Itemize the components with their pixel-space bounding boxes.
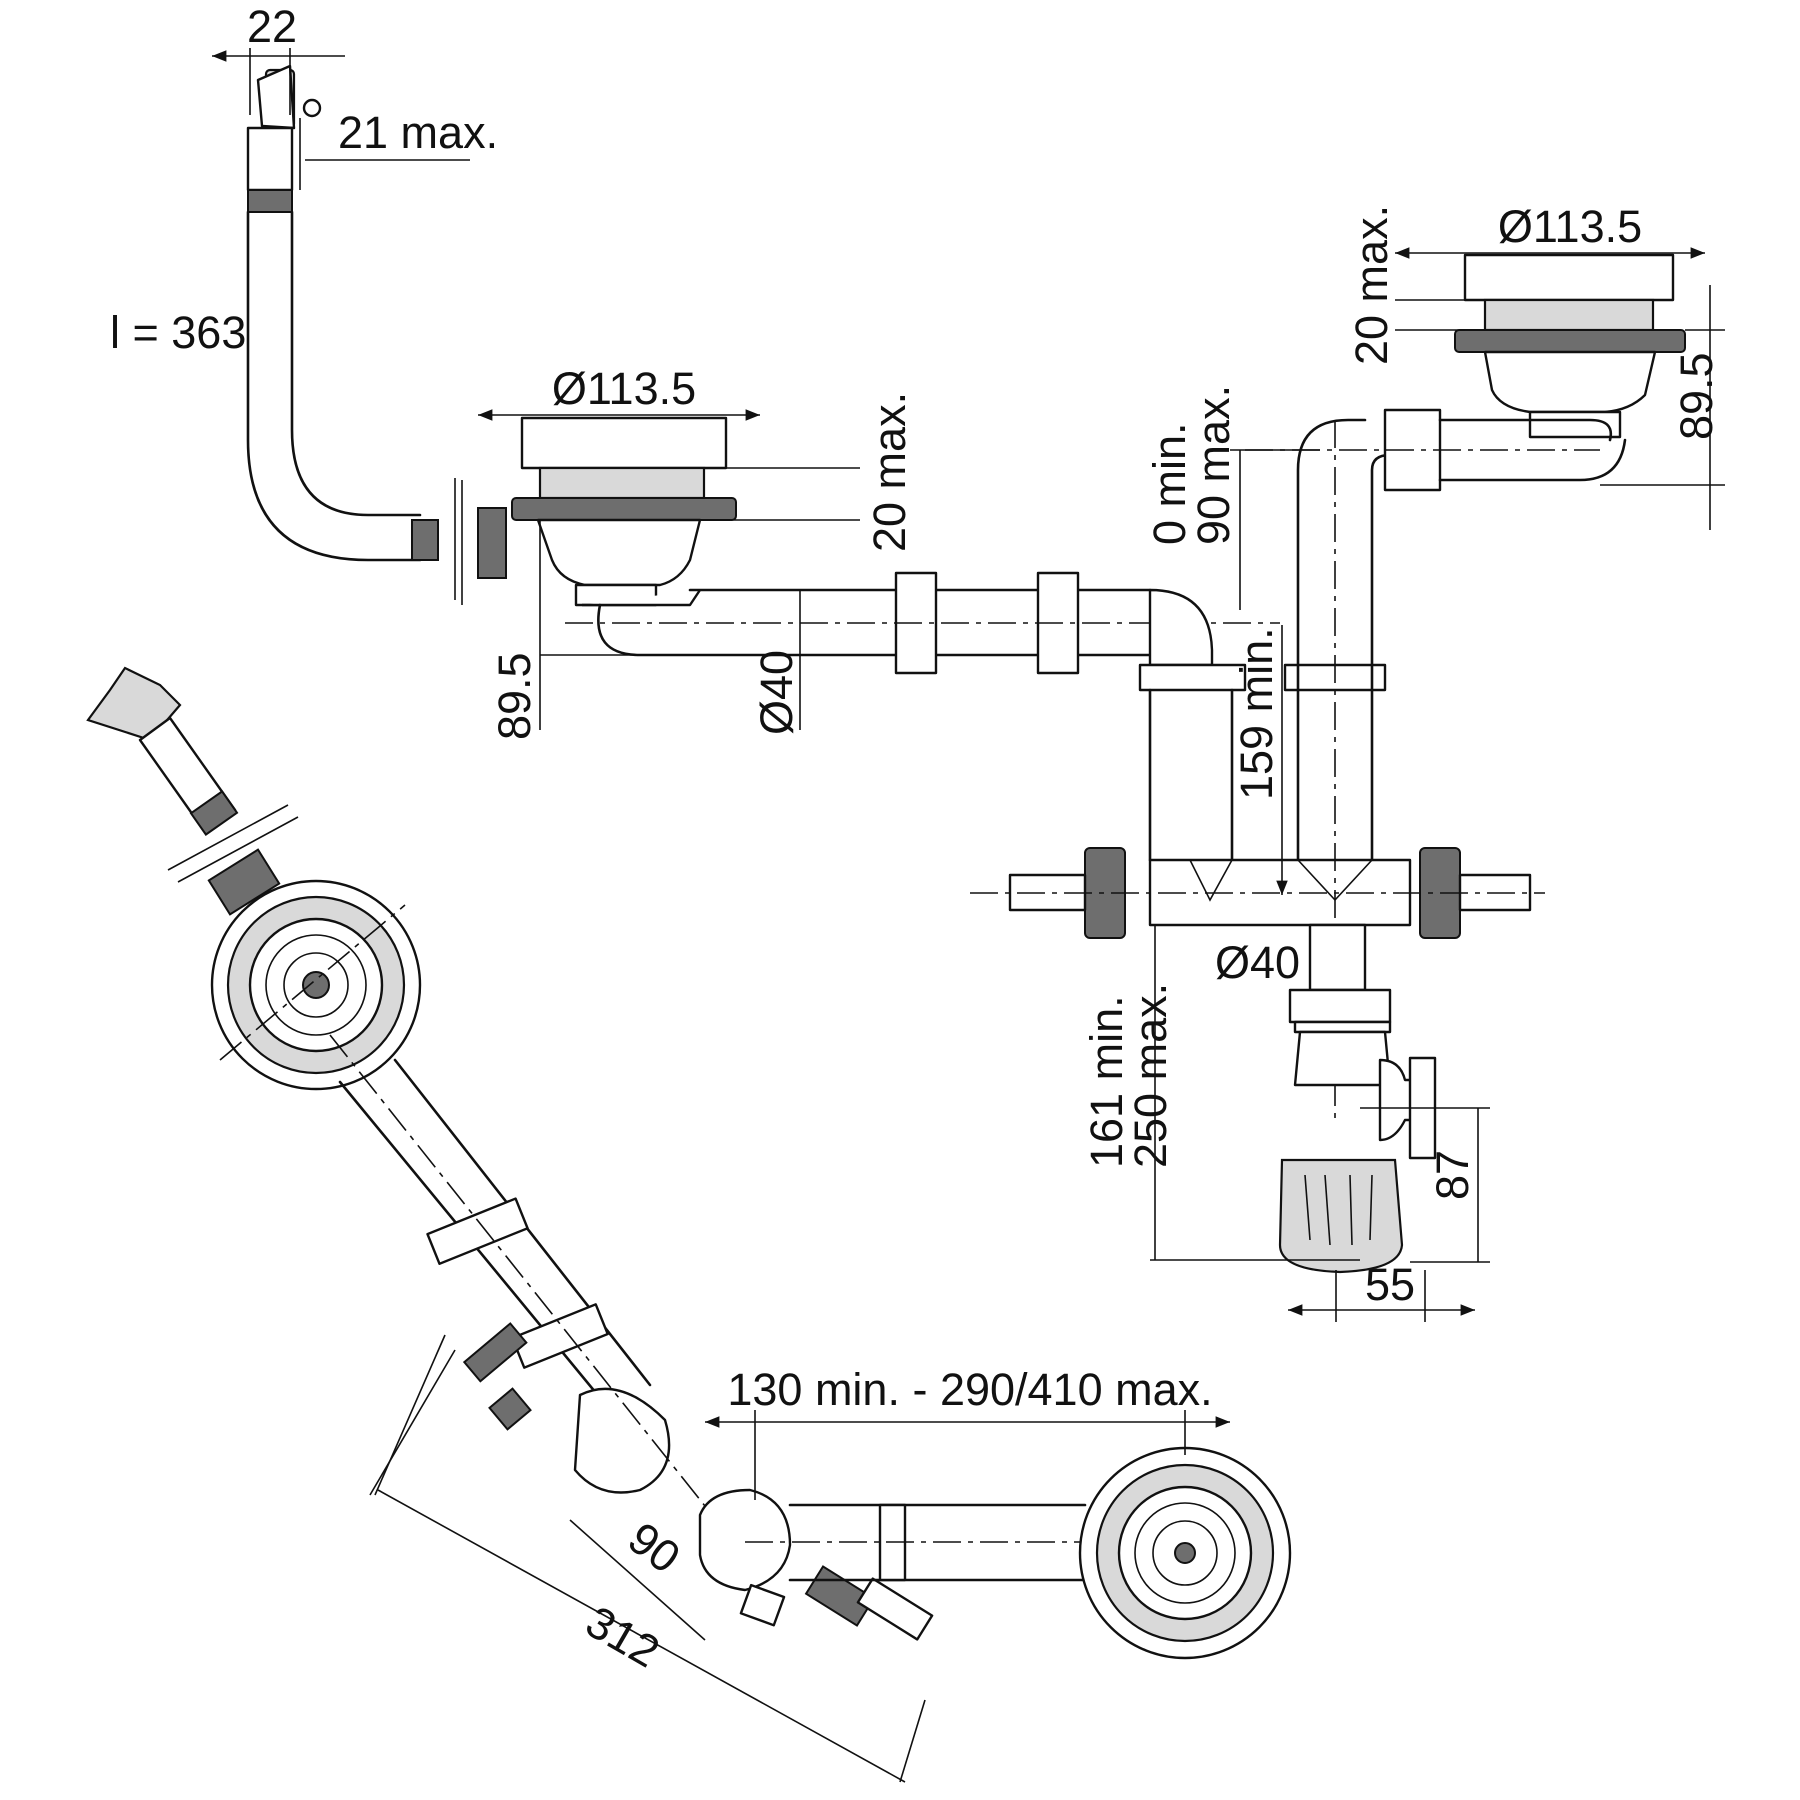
label-trap-pipe-diameter: Ø40: [1215, 937, 1300, 988]
plan-overflow: [86, 666, 299, 916]
plan-dimensions: 130 min. - 290/410 max. 90 312: [369, 1334, 1230, 1783]
left-strainer-assembly: [454, 416, 737, 607]
label-left-pipe-diameter: Ø40: [751, 650, 802, 735]
tee-assembly: [970, 418, 1545, 1120]
label-left-strainer-height: 89.5: [489, 652, 540, 740]
label-overflow-tube-length: l = 363: [110, 307, 246, 358]
label-trap-outlet-offset: 55: [1365, 1259, 1415, 1310]
label-center-distance: 130 min. - 290/410 max.: [727, 1364, 1212, 1415]
plan-horizontal-pipe: [745, 1503, 1195, 1582]
right-strainer-dimensions: Ø113.5 20 max. 89.5: [1346, 201, 1725, 530]
label-trap-height: 161 min.250 max.: [1081, 983, 1176, 1168]
label-overflow-depth: 21 max.: [338, 107, 498, 158]
overflow-dimensions: 22 21 max. l = 363: [110, 1, 498, 358]
tee-dimensions: 0 min.90 max. 159 min. Ø40: [1144, 385, 1320, 988]
plan-left-strainer: [210, 879, 422, 1091]
plan-angled-pipe: [329, 1034, 741, 1551]
label-left-strainer-diameter: Ø113.5: [552, 363, 696, 414]
label-elbow-offset: 0 min.90 max.: [1144, 385, 1239, 545]
right-strainer-assembly: [1245, 253, 1686, 492]
plan-right-strainer: [1078, 1446, 1292, 1660]
label-right-strainer-diameter: Ø113.5: [1498, 201, 1642, 252]
label-right-strainer-height: 89.5: [1671, 352, 1722, 440]
label-tee-height: 159 min.: [1231, 627, 1282, 800]
label-trap-outlet-height: 87: [1427, 1150, 1478, 1200]
left-horizontal-pipe: [565, 571, 1280, 675]
trap-dimensions: 161 min.250 max. 87 55: [1081, 925, 1490, 1322]
label-left-strainer-flange: 20 max.: [864, 392, 915, 552]
overflow-assembly: [246, 64, 439, 562]
label-overflow-width: 22: [247, 1, 297, 52]
bottle-trap-assembly: [1278, 988, 1437, 1274]
label-right-strainer-flange: 20 max.: [1346, 205, 1397, 365]
left-strainer-dimensions: Ø113.5 20 max. 89.5 Ø40: [478, 363, 915, 740]
